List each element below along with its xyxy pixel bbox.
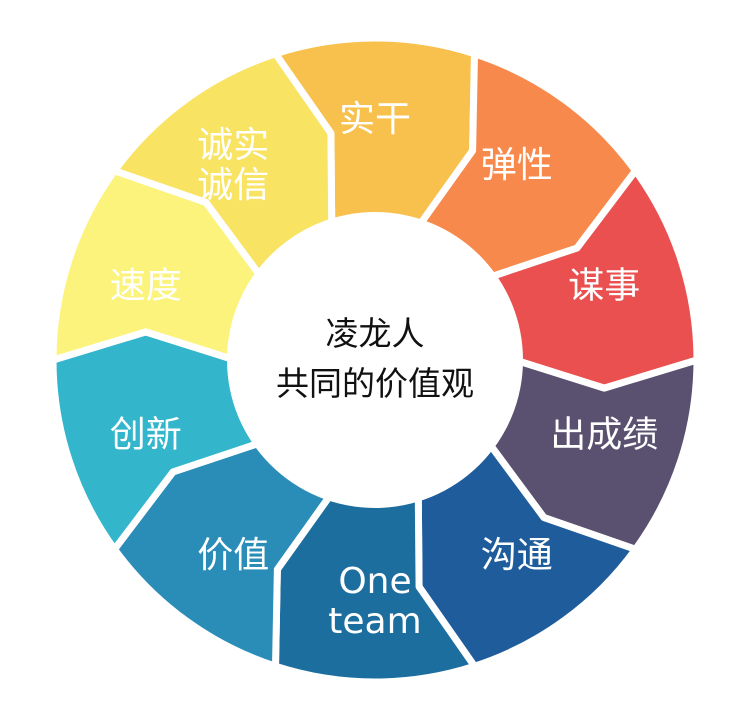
segment-label-chengshi-chengxin-line-2: 诚信 [197,165,269,206]
segment-label-chuangxin: 创新 [110,415,182,456]
segment-label-chengshi-chengxin-line-1: 诚实 [197,125,269,166]
segment-label-shigan: 实干 [339,99,411,140]
segment-label-one-team-line-1: One [338,561,411,602]
segment-label-sudu: 速度 [110,266,182,307]
segment-label-tanxing: 弹性 [481,145,553,186]
segment-label-moushi: 谋事 [568,266,640,307]
segment-label-goutong: 沟通 [481,535,553,576]
segment-label-chuchengji: 出成绩 [550,415,658,456]
center-title-line-1: 凌龙人 [326,314,425,353]
segment-label-one-team-line-2: team [328,601,421,642]
center-disc [227,212,523,508]
segment-label-jiazhi: 价值 [197,535,269,576]
center-title-line-2: 共同的价值观 [276,364,474,403]
